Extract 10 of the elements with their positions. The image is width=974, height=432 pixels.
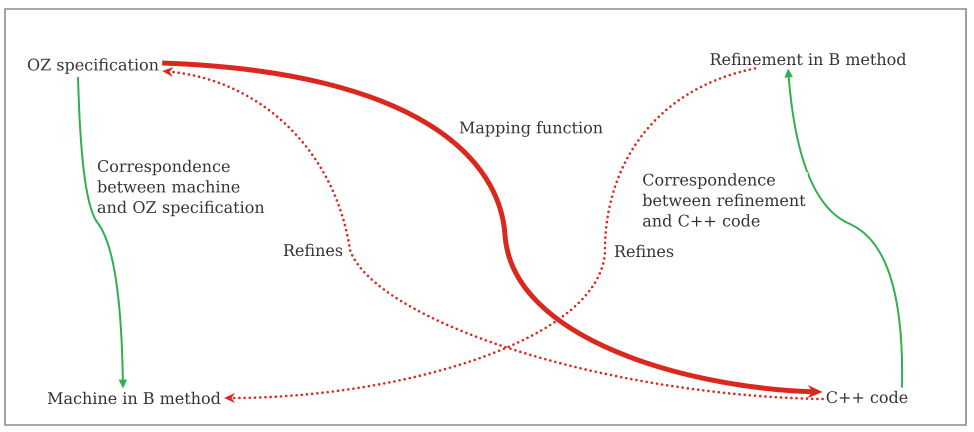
node-label: OZ specification (28, 58, 159, 74)
node-label: Refinement in B method (710, 52, 906, 66)
edge-label: Correspondence between refinement and C++ code (641, 172, 808, 228)
arrow (224, 67, 756, 403)
edge-label: Refines (282, 242, 344, 258)
node-label: Machine in B method (48, 392, 220, 404)
edge-label: Correspondence between machine and OZ specification (96, 158, 267, 218)
edge-label: Mapping function (458, 120, 604, 138)
node-label: C++ code (826, 390, 908, 404)
edge-label: Refines (612, 244, 676, 258)
